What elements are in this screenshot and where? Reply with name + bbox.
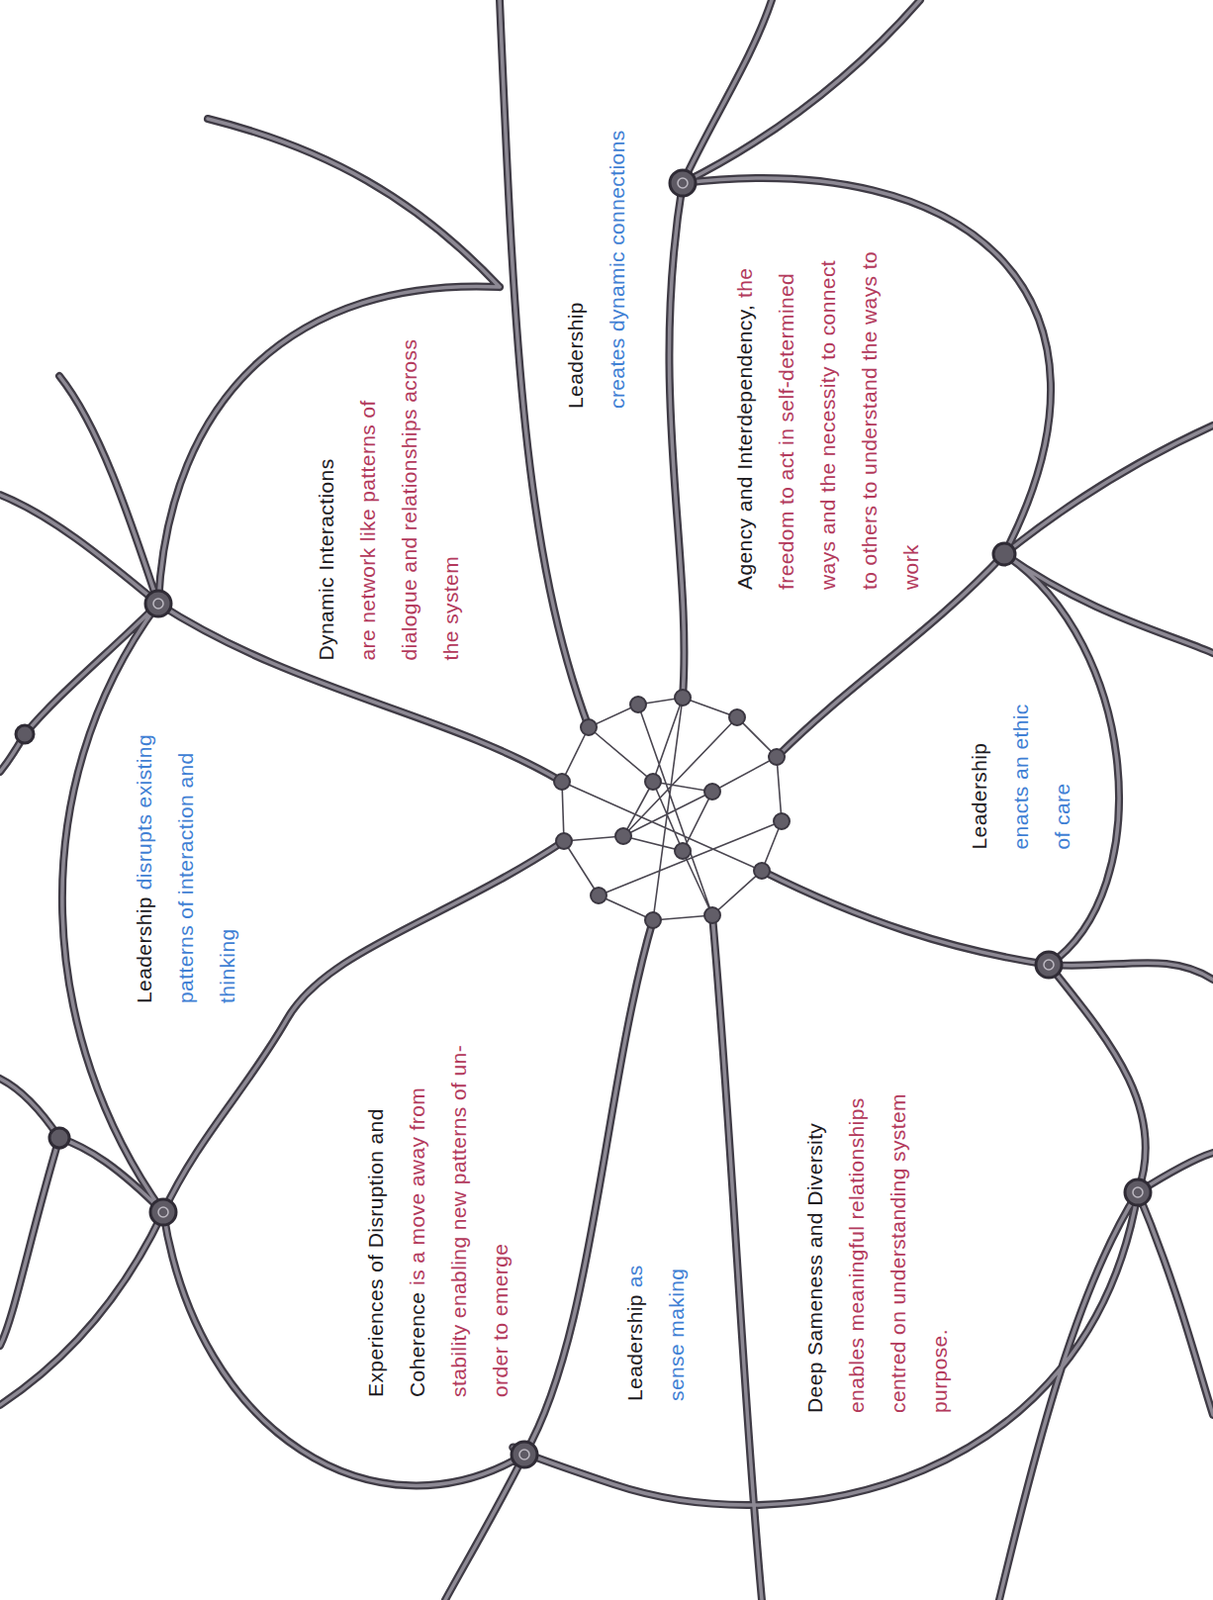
cell-body	[704, 907, 721, 924]
cell-body	[630, 696, 647, 713]
text-cell: Leadershipenacts an ethic of care	[951, 686, 1089, 860]
soma-nucleus	[1132, 1187, 1143, 1198]
cell-body	[674, 689, 691, 706]
cell-paragraph: Experiences of Disruption and Coherencei…	[355, 1011, 522, 1398]
cell-paragraph: Leadership creates dynamic connections	[555, 121, 639, 409]
cell-body: enacts an ethic of care	[1008, 703, 1073, 849]
cell-body	[615, 828, 632, 844]
cell-body	[556, 833, 572, 849]
cell-body	[704, 783, 721, 800]
cell-body: creates dynamic connections	[605, 129, 629, 409]
cell-body	[773, 813, 790, 830]
cell-heading: Agency and Interdependency,	[733, 304, 756, 590]
cell-heading: Leadership	[957, 696, 1000, 850]
neuron-soma	[993, 543, 1016, 565]
cell-paragraph: Leadershipenacts an ethic of care	[957, 696, 1083, 850]
cell-body	[580, 719, 597, 736]
cell-body: the freedom to act in self-determined wa…	[733, 251, 923, 590]
cell-heading: Dynamic Interactions	[304, 339, 347, 661]
neuron-soma	[145, 590, 172, 617]
text-cell: Dynamic Interactionsare network like pat…	[298, 329, 477, 671]
text-cell: Experiences of Disruption and Coherencei…	[349, 1001, 528, 1407]
cell-heading: Deep Sameness and Diversity	[803, 1122, 827, 1413]
soma-nucleus	[1043, 959, 1054, 970]
cell-paragraph: Dynamic Interactionsare network like pat…	[304, 339, 471, 661]
soma-nucleus	[519, 1449, 530, 1460]
cluster-links	[561, 697, 782, 921]
cell-body: enables meaningful relationships centred…	[844, 1093, 951, 1413]
cell-body	[768, 748, 785, 765]
neuron-soma	[669, 170, 696, 196]
cell-body	[554, 773, 570, 790]
cell-body	[753, 862, 770, 879]
soma-nucleus	[153, 598, 164, 609]
neuron-soma	[1035, 951, 1062, 978]
neuron-soma	[1124, 1179, 1151, 1206]
cell-body	[674, 842, 691, 859]
text-cell: Leadershipdisrupts existing patterns of …	[117, 716, 255, 1014]
text-cell: Leadership creates dynamic connections	[549, 111, 645, 419]
cell-paragraph: Agency and Interdependency,the freedom t…	[724, 241, 933, 590]
soma-nucleus	[153, 178, 1143, 1460]
cell-body	[645, 912, 661, 929]
cluster-cells	[554, 689, 790, 929]
cell-heading: Leadership	[555, 121, 597, 409]
cell-body	[645, 773, 661, 790]
cell-paragraph: Leadershipdisrupts existing patterns of …	[123, 726, 249, 1004]
cell-body	[729, 709, 746, 726]
neuron-soma	[15, 725, 34, 744]
soma-nucleus	[677, 178, 688, 188]
neuron-soma	[150, 1199, 177, 1225]
cell-heading: Leadership	[132, 896, 156, 1004]
cell-paragraph: Deep Sameness and Diversity enables meani…	[794, 1066, 961, 1413]
cell-heading: Leadership	[623, 1294, 647, 1401]
soma-nucleus	[158, 1207, 169, 1217]
text-cell: Leadershipas sense making	[608, 1244, 704, 1411]
cell-body	[590, 887, 607, 904]
neuron-soma	[49, 1127, 70, 1148]
text-cell: Agency and Interdependency,the freedom t…	[718, 231, 938, 600]
text-cell: Deep Sameness and Diversity enables meani…	[788, 1056, 967, 1423]
cell-paragraph: Leadershipas sense making	[614, 1254, 698, 1401]
cell-body: are network like patterns of dialogue an…	[355, 339, 462, 661]
neuron-soma	[511, 1441, 538, 1468]
